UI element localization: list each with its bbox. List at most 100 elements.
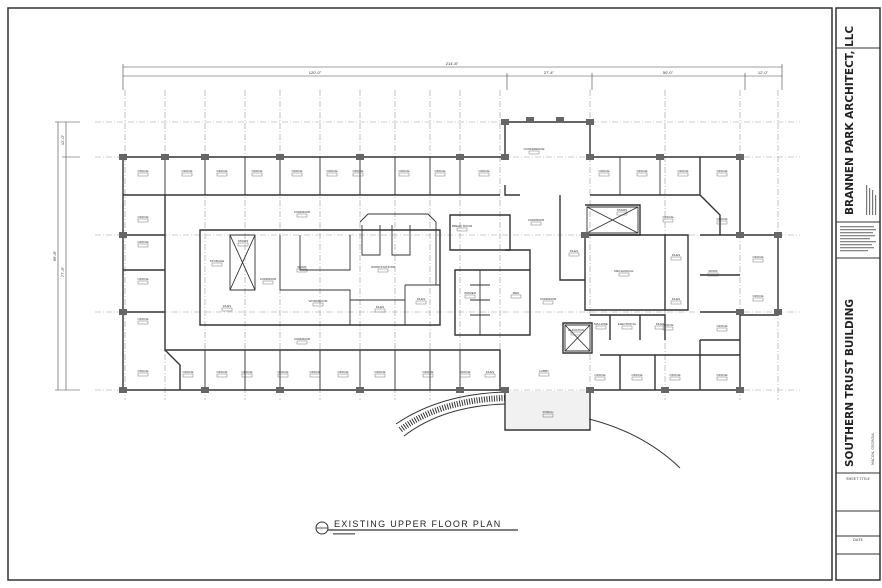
room-label: FILES <box>223 304 231 308</box>
room-tag <box>182 373 194 378</box>
room-tag <box>211 262 223 267</box>
room-tag <box>484 373 496 378</box>
room-tag <box>374 308 386 313</box>
room-label: FILES <box>672 297 680 301</box>
room-label: OFFICE <box>338 370 349 374</box>
room-tag <box>237 242 249 247</box>
firm-name: BRANNEN PARK ARCHITECT, LLC <box>844 26 856 215</box>
room-label: MEN <box>513 291 520 295</box>
room-label: OFFICE <box>435 169 446 173</box>
room-label: OFFICE <box>663 215 674 219</box>
room-tag <box>662 218 674 223</box>
firm-contact-info <box>866 185 877 215</box>
room-tag <box>456 227 468 232</box>
room-label: OFFICE <box>138 277 149 281</box>
column-grid-lines <box>95 90 800 400</box>
porch-paving <box>506 391 589 429</box>
room-tag <box>415 300 427 305</box>
column <box>736 387 744 393</box>
room-tag <box>296 213 308 218</box>
column <box>276 387 284 393</box>
room-tag <box>752 297 764 302</box>
room-label: OFFICE <box>182 169 193 173</box>
column <box>276 154 284 160</box>
room-tag <box>422 373 434 378</box>
interior-partitions <box>164 157 661 390</box>
column <box>556 117 564 123</box>
column <box>456 387 464 393</box>
room-label: CORRIDOR <box>294 337 311 341</box>
room-label: OFFICE <box>310 370 321 374</box>
notes-text <box>840 226 876 252</box>
room-label: ELEVATOR <box>568 328 584 332</box>
room-tag <box>262 280 274 285</box>
room-label: OFFICE <box>717 324 728 328</box>
drawing-title-block: EXISTING UPPER FLOOR PLAN <box>315 519 518 535</box>
room-label: OFFICE <box>717 373 728 377</box>
room-tag <box>296 340 308 345</box>
room-label: MECHANICAL <box>614 269 634 273</box>
scale-note <box>333 533 355 535</box>
room-label: OFFICE <box>717 169 728 173</box>
column <box>586 154 594 160</box>
structural-columns <box>119 117 782 393</box>
room-tag <box>398 172 410 177</box>
room-label: OFFICE <box>637 169 648 173</box>
vertical-dimension: 66'-8" <box>52 250 57 261</box>
room-label: OFFICE <box>479 169 490 173</box>
room-label: OFFICE <box>632 373 643 377</box>
room-label: OFFICE <box>678 169 689 173</box>
room-label: ELECTRICAL <box>618 322 637 326</box>
sheet-border <box>7 7 833 581</box>
column <box>201 387 209 393</box>
room-label: OFFICE <box>217 169 228 173</box>
room-label: OFFICE <box>278 370 289 374</box>
room-label: STAIRS <box>617 208 628 212</box>
room-label: FILES <box>376 305 384 309</box>
project-location: MACON, GEORGIA <box>871 433 875 465</box>
vertical-dimension: 12'-0" <box>60 134 65 145</box>
room-tag <box>337 373 349 378</box>
room-label: PORCH <box>543 410 554 414</box>
dimension-segment: 12'-0" <box>758 70 769 75</box>
room-tag <box>568 252 580 257</box>
room-tag <box>670 300 682 305</box>
room-label: FILES <box>672 253 680 257</box>
room-tag <box>478 172 490 177</box>
room-tag <box>594 376 606 381</box>
room-tag <box>291 172 303 177</box>
room-tag <box>241 373 253 378</box>
room-tag <box>464 294 476 299</box>
room-label: OFFICE <box>753 255 764 259</box>
room-label: OFFICE <box>717 217 728 221</box>
room-labels: OFFICE OFFICE OFFICE OFFICE OFFICE OFFICE OFFI… <box>137 147 764 418</box>
column <box>526 117 534 123</box>
room-tag <box>538 372 550 377</box>
column <box>501 119 509 125</box>
dimension-segment: 120'-0" <box>309 70 322 75</box>
column <box>736 232 744 238</box>
room-tag <box>752 258 764 263</box>
room-tag <box>716 220 728 225</box>
room-label: OFFICE <box>670 373 681 377</box>
room-tag <box>181 172 193 177</box>
room-label: CORRIDOR <box>540 297 557 301</box>
room-label: FILES <box>486 370 494 374</box>
room-label: OFFICE <box>375 370 386 374</box>
room-tag <box>296 268 308 273</box>
room-tag <box>510 294 522 299</box>
column <box>501 387 509 393</box>
room-tag <box>459 373 471 378</box>
room-label: WORK <box>297 265 306 269</box>
room-tag <box>216 373 228 378</box>
room-label: CORRIDOR <box>294 210 311 214</box>
room-tag <box>636 172 648 177</box>
column <box>456 154 464 160</box>
room-label: OFFICE <box>138 169 149 173</box>
sheet-title-label: SHEET TITLE <box>846 476 870 481</box>
room-tag <box>137 243 149 248</box>
room-label: CONFERENCE <box>523 147 544 151</box>
room-label: WORKROOM <box>309 299 328 303</box>
column <box>119 309 127 315</box>
